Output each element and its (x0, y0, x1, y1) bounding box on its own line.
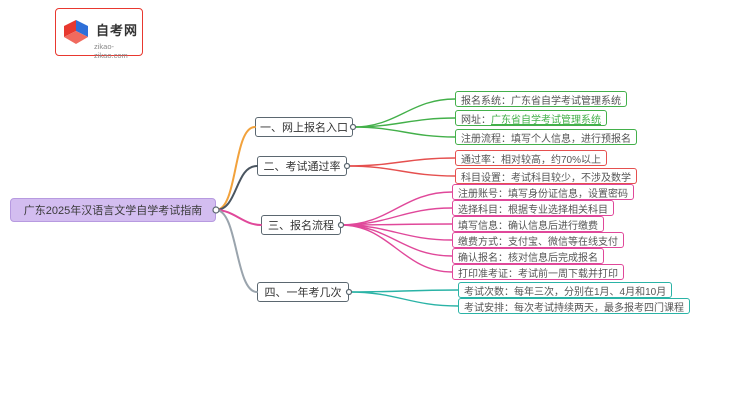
logo-title: 自考网 (96, 23, 139, 38)
leaf-text: 网址： (461, 114, 491, 126)
leaf-node: 通过率：相对较高，约70%以上 (455, 150, 608, 166)
leaf-text: 打印准考证：考试前一周下载并打印 (458, 268, 618, 280)
logo-domain: zikao-zikao.com (94, 42, 128, 60)
branch-label: 三、报名流程 (268, 220, 334, 232)
leaf-text: 缴费方式：支付宝、微信等在线支付 (458, 236, 618, 248)
branch4-connectors (348, 289, 459, 307)
branch3-connectors (340, 191, 453, 273)
leaf-text: 考试次数：每年三次，分别在1月、4月和10月 (464, 286, 667, 298)
leaf-text: 考试安排：每次考试持续两天，最多报考四门课程 (464, 302, 684, 314)
root-connectors (215, 126, 262, 293)
leaf-node: 填写信息：确认信息后进行缴费 (452, 216, 604, 232)
branch-node-signup-entry: 一、网上报名入口 (255, 117, 353, 137)
leaf-text: 选择科目：根据专业选择相关科目 (458, 204, 608, 216)
leaf-node: 考试安排：每次考试持续两天，最多报考四门课程 (458, 298, 690, 314)
leaf-node: 确认报名：核对信息后完成报名 (452, 248, 604, 264)
root-node: 广东2025年汉语言文学自学考试指南 (10, 198, 216, 222)
site-logo[interactable]: 自考网 zikao-zikao.com (55, 8, 143, 60)
leaf-node: 报名系统：广东省自学考试管理系统 (455, 91, 627, 107)
junction-dots (212, 123, 357, 296)
leaf-text: 确认报名：核对信息后完成报名 (458, 252, 598, 264)
leaf-node: 网址：广东省自学考试管理系统 (455, 110, 607, 126)
leaf-text: 通过率：相对较高，约70%以上 (461, 154, 602, 166)
leaf-text: 报名系统：广东省自学考试管理系统 (461, 95, 621, 107)
leaf-node: 考试次数：每年三次，分别在1月、4月和10月 (458, 282, 673, 298)
leaf-text: 填写信息：确认信息后进行缴费 (458, 220, 598, 232)
branch-node-signup-process: 三、报名流程 (261, 215, 341, 235)
leaf-text: 科目设置：考试科目较少，不涉及数学 (461, 172, 631, 184)
leaf-node: 注册账号：填写身份证信息，设置密码 (452, 184, 634, 200)
leaf-node: 缴费方式：支付宝、微信等在线支付 (452, 232, 624, 248)
branch-label: 一、网上报名入口 (260, 122, 348, 134)
branch1-connectors (352, 98, 456, 138)
exam-system-link[interactable]: 广东省自学考试管理系统 (491, 114, 601, 126)
branch-node-pass-rate: 二、考试通过率 (257, 156, 347, 176)
leaf-node: 打印准考证：考试前一周下载并打印 (452, 264, 624, 280)
logo-icon (64, 20, 88, 44)
leaf-text: 注册账号：填写身份证信息，设置密码 (458, 188, 628, 200)
branch-label: 二、考试通过率 (263, 161, 341, 173)
branch-node-exam-frequency: 四、一年考几次 (257, 282, 349, 302)
branch-label: 四、一年考几次 (264, 287, 342, 299)
leaf-node: 注册流程：填写个人信息，进行预报名 (455, 129, 637, 145)
leaf-node: 科目设置：考试科目较少，不涉及数学 (455, 168, 637, 184)
branch2-connectors (346, 157, 456, 177)
leaf-text: 注册流程：填写个人信息，进行预报名 (461, 133, 631, 145)
leaf-node: 选择科目：根据专业选择相关科目 (452, 200, 614, 216)
root-label: 广东2025年汉语言文学自学考试指南 (23, 205, 203, 217)
